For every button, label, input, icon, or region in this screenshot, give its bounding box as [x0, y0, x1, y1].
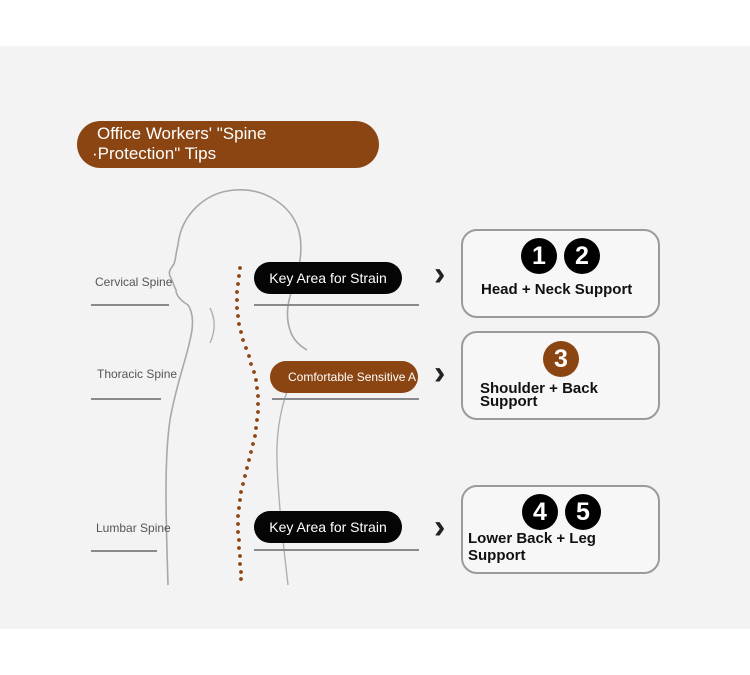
strain-badge-top: Key Area for Strain [254, 262, 402, 294]
cervical-underline [91, 304, 169, 306]
badge-underline-top [254, 304, 419, 306]
number-badge-1: 1 [521, 238, 557, 274]
card-label-line-1: Lower Back + Leg [468, 530, 596, 547]
number-badge-4: 4 [522, 494, 558, 530]
chevron-right-icon: › [434, 255, 446, 293]
comfort-badge: Comfortable Sensitive A [270, 361, 418, 393]
title-line-2: ·Protection" Tips [92, 144, 217, 163]
thoracic-underline [91, 398, 161, 400]
card-label: Head + Neck Support [481, 281, 633, 298]
cervical-spine-label: Cervical Spine [95, 275, 173, 289]
strain-badge-bottom: Key Area for Strain [254, 511, 402, 543]
card-label-line-2: Support [480, 393, 538, 410]
card-label-line-1: Shoulder + Back [480, 380, 598, 397]
badge-underline-middle [272, 398, 419, 400]
number-badge-5: 5 [565, 494, 601, 530]
spine-dots [235, 266, 260, 581]
number-badge-3: 3 [543, 341, 579, 377]
badge-underline-bottom [254, 549, 419, 551]
lumbar-spine-label: Lumbar Spine [96, 521, 171, 535]
card-label-line-2: Support [468, 547, 526, 564]
number-badge-2: 2 [564, 238, 600, 274]
lumbar-underline [91, 550, 157, 552]
shoulder-back-card: 3 Shoulder + Back Support [461, 331, 660, 420]
title-line-1: Office Workers' "Spine [97, 124, 267, 143]
chevron-right-icon: › [434, 354, 446, 392]
chevron-right-icon: › [434, 508, 446, 546]
thoracic-spine-label: Thoracic Spine [97, 367, 178, 381]
head-neck-card: 1 2 Head + Neck Support [461, 229, 660, 318]
title-banner: Office Workers' "Spine ·Protection" Tips [77, 121, 379, 168]
lower-back-leg-card: 4 5 Lower Back + Leg Support [461, 485, 660, 574]
